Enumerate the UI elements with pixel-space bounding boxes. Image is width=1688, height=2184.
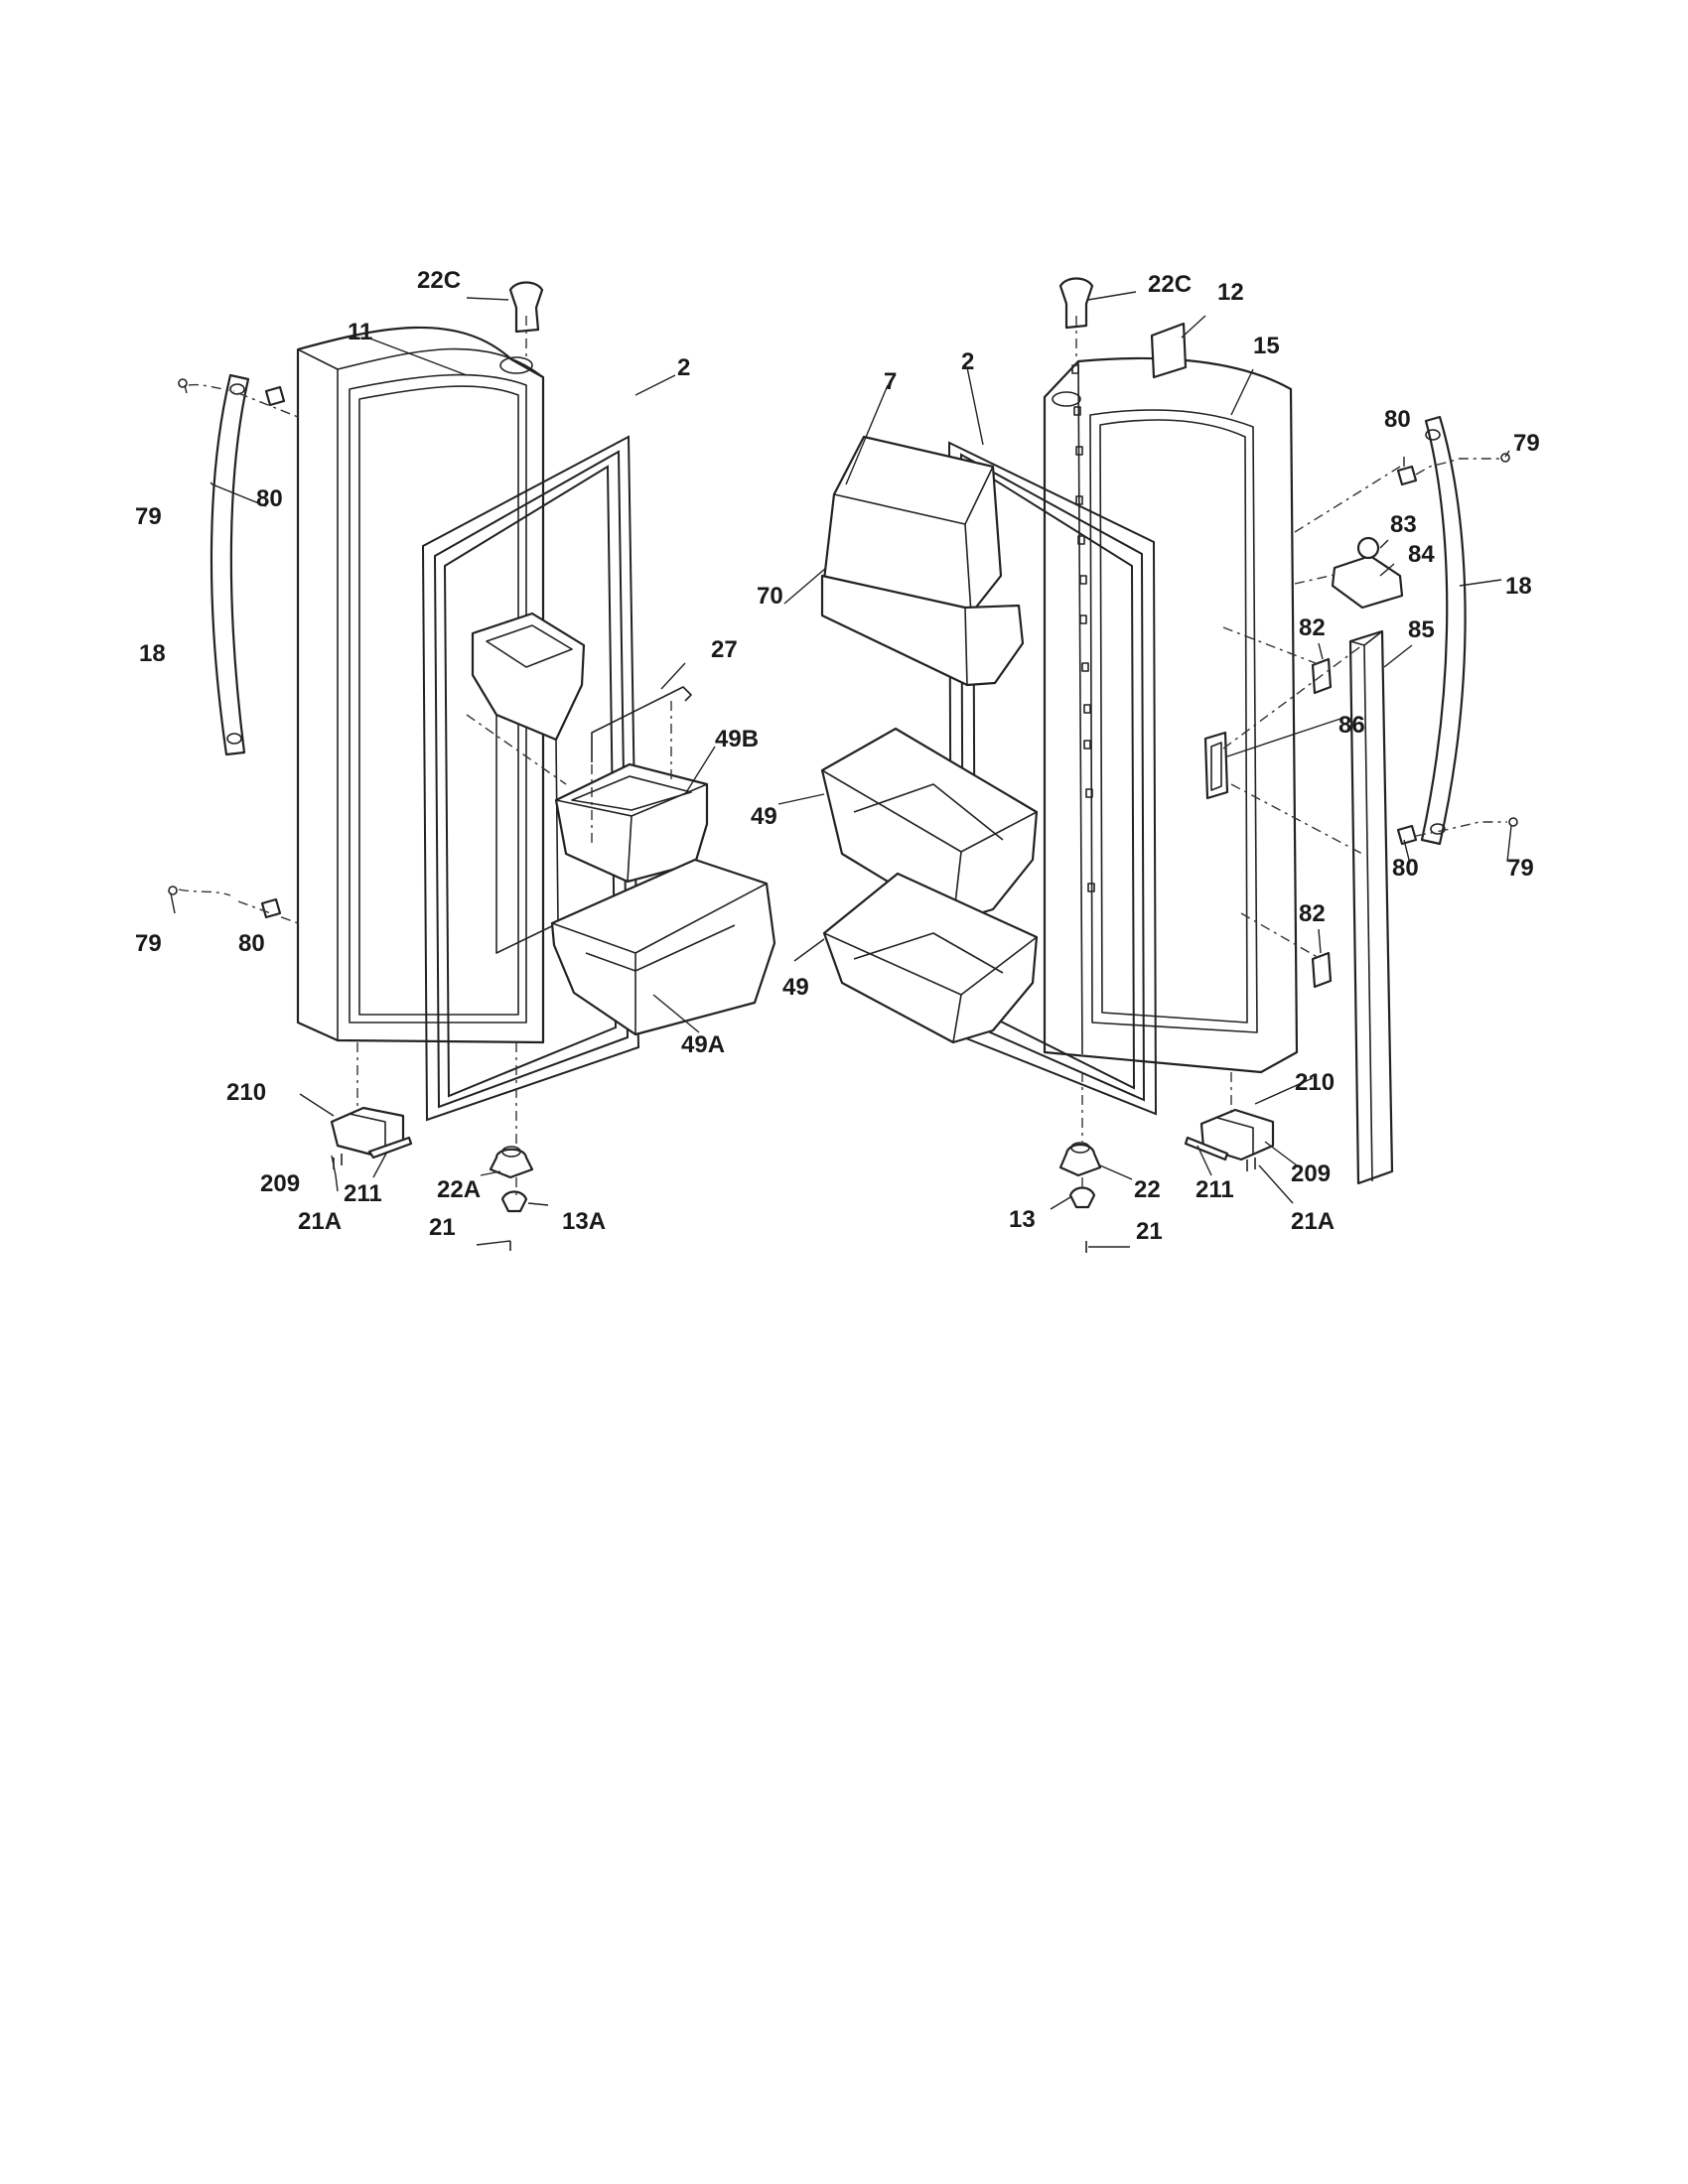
callout-2-right: 2 bbox=[961, 348, 974, 375]
callout-80-bottom-left: 80 bbox=[238, 930, 265, 957]
callout-82-top: 82 bbox=[1299, 614, 1326, 641]
callout-210-left: 210 bbox=[226, 1079, 266, 1106]
callout-21a-right: 21A bbox=[1291, 1208, 1335, 1235]
left-ice-dispenser-housing bbox=[471, 612, 586, 954]
callout-22c-left: 22C bbox=[417, 267, 461, 294]
callout-79-bottom-right: 79 bbox=[1507, 855, 1534, 882]
left-assembly-lines bbox=[178, 316, 672, 1195]
callout-79-top-left: 79 bbox=[135, 503, 162, 530]
callout-79-bottom-left: 79 bbox=[135, 930, 162, 957]
callout-84: 84 bbox=[1408, 541, 1435, 568]
door-trim-strip bbox=[1348, 629, 1394, 1185]
left-upper-door-bin bbox=[554, 762, 709, 884]
right-assembly-lines bbox=[1075, 316, 1507, 1191]
callout-70: 70 bbox=[757, 583, 783, 610]
callout-211-right: 211 bbox=[1196, 1176, 1234, 1203]
right-outer-door-panel bbox=[1043, 356, 1299, 1074]
right-top-hinge-cap bbox=[1058, 277, 1094, 330]
callout-21-left: 21 bbox=[429, 1214, 456, 1241]
left-door-handle bbox=[210, 373, 250, 756]
callout-21a-left: 21A bbox=[298, 1208, 342, 1235]
right-lower-hinge-pin bbox=[1058, 1142, 1102, 1253]
callout-79-top-right: 79 bbox=[1513, 430, 1540, 457]
shelf-rod bbox=[591, 686, 692, 762]
left-door-gasket bbox=[421, 435, 640, 1122]
callout-82-bottom: 82 bbox=[1299, 900, 1326, 927]
right-door-handle bbox=[1420, 415, 1467, 846]
dairy-compartment bbox=[820, 435, 1025, 687]
callout-211-left: 211 bbox=[344, 1180, 382, 1207]
callout-22c-right: 22C bbox=[1148, 271, 1192, 298]
right-lower-door-bin bbox=[822, 872, 1039, 1044]
left-lower-hinge-pin bbox=[489, 1146, 534, 1251]
left-top-hinge-cap bbox=[508, 281, 544, 334]
callout-80-top-right: 80 bbox=[1384, 406, 1411, 433]
callout-85: 85 bbox=[1408, 616, 1435, 643]
door-switch bbox=[1203, 731, 1229, 800]
callout-209-left: 209 bbox=[260, 1170, 300, 1197]
callout-86: 86 bbox=[1338, 712, 1365, 739]
callout-11: 11 bbox=[348, 319, 372, 345]
callout-13: 13 bbox=[1009, 1206, 1036, 1233]
callout-49-upper: 49 bbox=[751, 803, 777, 830]
left-lower-door-bin bbox=[550, 858, 776, 1036]
callout-18-right: 18 bbox=[1505, 573, 1532, 600]
callout-49a: 49A bbox=[681, 1031, 725, 1058]
callout-80-top-left: 80 bbox=[256, 485, 283, 512]
part-callout-labels: 22C 11 2 79 80 18 27 49B 79 80 49A 210 2… bbox=[135, 267, 1540, 1245]
right-bottom-hinge-bracket bbox=[1184, 1108, 1275, 1171]
callout-83: 83 bbox=[1390, 511, 1417, 538]
callout-13a: 13A bbox=[562, 1208, 606, 1235]
left-handle-screws bbox=[168, 378, 286, 919]
callout-12: 12 bbox=[1217, 279, 1244, 306]
right-upper-door-bin bbox=[820, 727, 1039, 923]
callout-210-right: 210 bbox=[1295, 1069, 1335, 1096]
callout-2-left: 2 bbox=[677, 354, 690, 381]
left-bottom-hinge-bracket bbox=[330, 1106, 413, 1169]
callout-15: 15 bbox=[1253, 333, 1280, 359]
callout-22a: 22A bbox=[437, 1176, 481, 1203]
callout-18-left: 18 bbox=[139, 640, 166, 667]
trim-bracket bbox=[1331, 536, 1404, 610]
callout-209-right: 209 bbox=[1291, 1160, 1331, 1187]
right-liner-shelf-dots bbox=[1071, 364, 1095, 892]
callout-21-right: 21 bbox=[1136, 1218, 1163, 1245]
callout-80-bottom-right: 80 bbox=[1392, 855, 1419, 882]
callout-7: 7 bbox=[884, 368, 897, 395]
callout-49-lower: 49 bbox=[782, 974, 809, 1001]
callout-27: 27 bbox=[711, 636, 738, 663]
callout-49b: 49B bbox=[715, 726, 759, 752]
callout-22: 22 bbox=[1134, 1176, 1161, 1203]
trim-clips bbox=[1311, 657, 1333, 989]
left-outer-door-panel bbox=[296, 326, 545, 1044]
right-handle-screws bbox=[1396, 453, 1518, 846]
rating-label bbox=[1150, 322, 1188, 379]
leader-lines bbox=[170, 291, 1512, 1248]
